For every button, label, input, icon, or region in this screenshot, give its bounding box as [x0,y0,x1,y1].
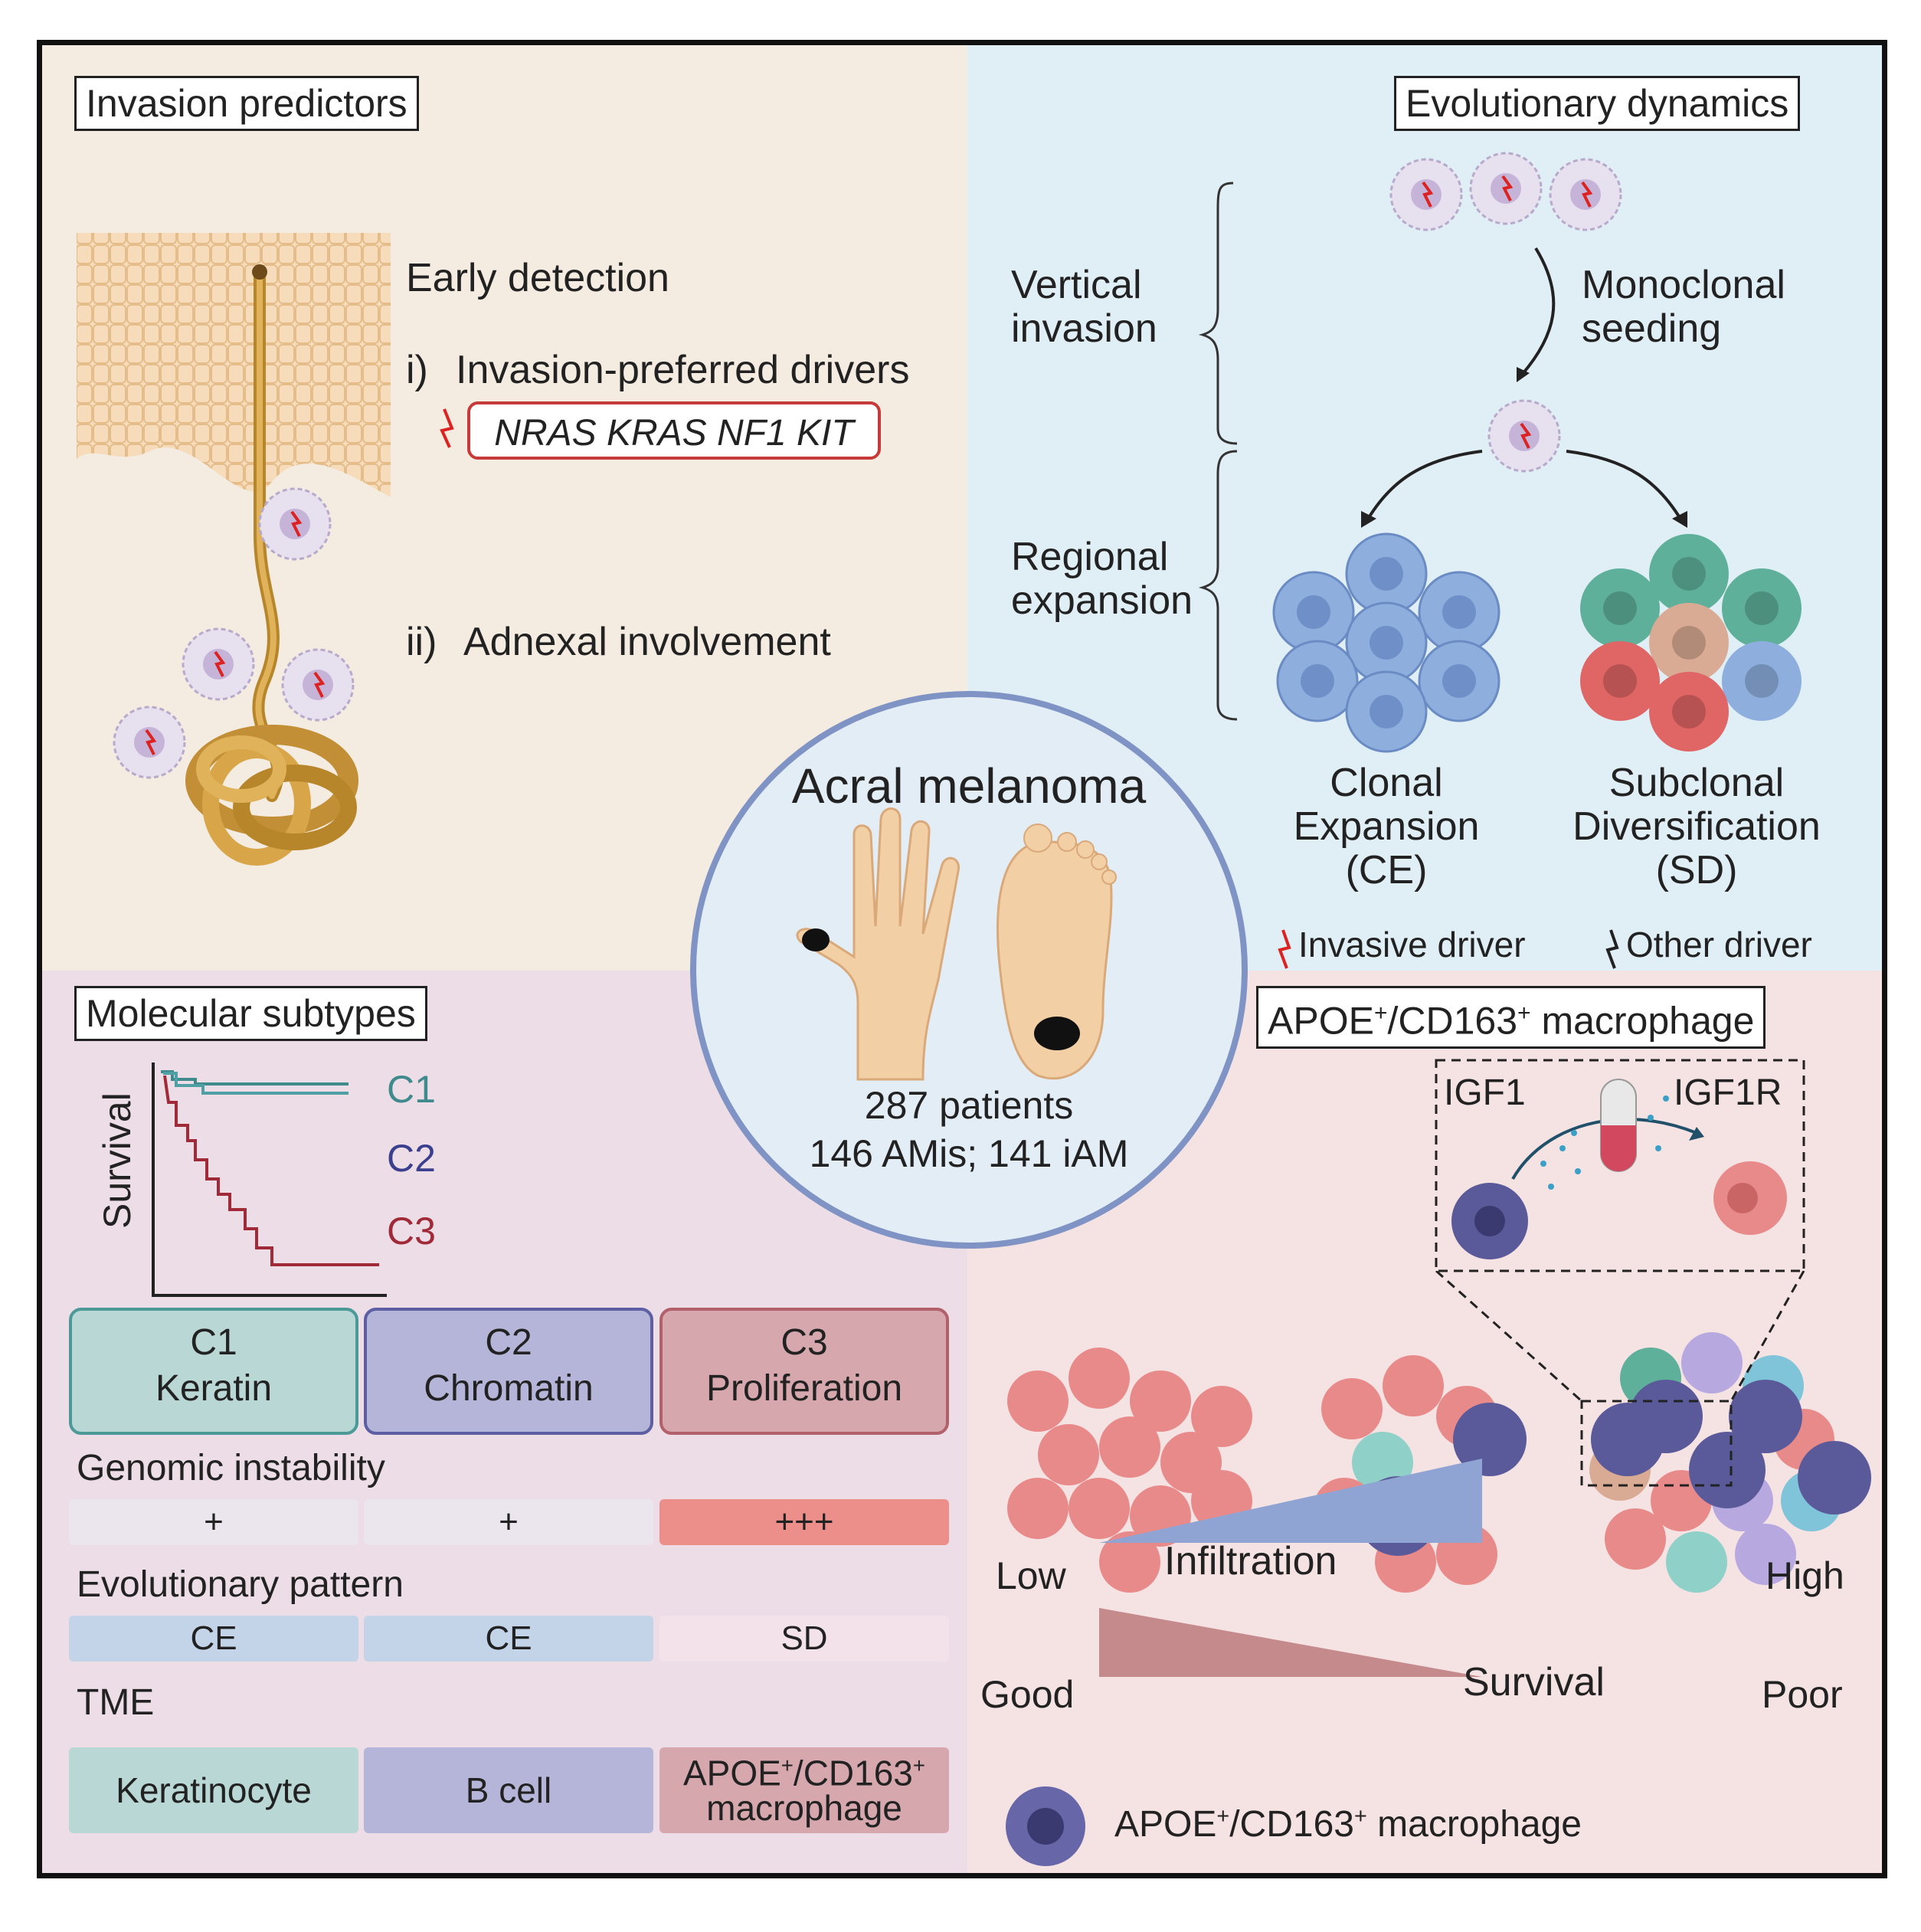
subtype-c2-code: C2 [485,1322,532,1363]
curve-c1-label: C1 [387,1068,436,1111]
tme-c1: Keratinocyte [69,1747,358,1833]
brace-icon [1198,182,1238,721]
clonal-expansion-cluster [1272,532,1500,753]
subtype-c3-name: Proliferation [705,1368,903,1409]
poor-label: Poor [1762,1673,1843,1716]
tme-c3-line1: APOE+/CD163+ [682,1753,926,1793]
invasion-preferred-drivers-label: Invasion-preferred drivers [456,348,910,392]
igf-signaling-inset [1451,1079,1787,1259]
other-driver-legend-icon [1605,929,1619,969]
vertical-invasion-label: Vertical invasion [1011,263,1157,352]
macrophage-title: APOE+/CD163+ macrophage [1256,986,1766,1049]
tme-c2: B cell [364,1747,653,1833]
invasive-driver-icon [440,408,454,448]
curve-c2-label: C2 [387,1137,436,1180]
genomic-instability-label: Genomic instability [77,1448,385,1488]
igf1-label: IGF1 [1444,1072,1526,1113]
evolutionary-dynamics-title: Evolutionary dynamics [1394,76,1801,131]
center-circle [690,691,1248,1249]
tme-label: TME [77,1682,155,1723]
tme-c3-line2: macrophage [706,1788,902,1829]
sweat-gland-icon [185,264,358,866]
macrophage-legend-label: APOE+/CD163+ macrophage [1114,1804,1582,1845]
survival-plot [152,1063,387,1297]
genomic-c1: + [69,1499,358,1545]
zoom-box [1580,1400,1733,1487]
early-detection-label: Early detection [406,256,669,300]
curve-c3-label: C3 [387,1210,436,1253]
high-label: High [1766,1554,1844,1597]
tme-c3: APOE+/CD163+ macrophage [659,1747,949,1833]
illustration-layer [77,152,1871,1866]
survival-axis-label: Survival [96,1092,139,1229]
subtype-c1-code: C1 [190,1322,237,1363]
igf1r-label: IGF1R [1674,1072,1782,1113]
pattern-c2: CE [364,1616,653,1662]
clonal-expansion-label: Clonal Expansion (CE) [1293,761,1480,893]
good-label: Good [980,1673,1075,1716]
graphical-abstract: Invasion predictors Early detection i) I… [37,40,1887,1878]
pattern-c1: CE [69,1616,358,1662]
subclonal-diversification-label: Subclonal Diversification (SD) [1572,761,1821,893]
item1-number: i) [406,348,428,392]
subclonal-diversification-cluster [1580,534,1802,752]
subtype-c2-name: Chromatin [424,1368,594,1409]
driver-genes-box: NRAS KRAS NF1 KIT [467,401,881,460]
pattern-c3: SD [659,1616,949,1662]
sd-arrow [1566,450,1683,522]
evolutionary-pattern-label: Evolutionary pattern [77,1564,404,1605]
low-label: Low [996,1554,1066,1597]
skin-epidermis [77,233,391,497]
curve-c2 [163,1072,349,1095]
subtype-c3-card: C3 Proliferation [659,1308,949,1435]
monoclonal-seeding-label: Monoclonal seeding [1582,263,1785,352]
adnexal-involvement-label: Adnexal involvement [463,620,831,664]
genomic-c2: + [364,1499,653,1545]
genomic-c3: +++ [659,1499,949,1545]
invasive-driver-legend: Invasive driver [1298,925,1526,964]
seeding-arrow [1520,247,1556,376]
curve-c1 [161,1070,349,1086]
infiltration-triangle [1099,1459,1482,1543]
tumor-high [1589,1332,1871,1593]
macrophage-legend-icon [1006,1786,1085,1866]
item2-number: ii) [406,620,437,664]
survival-label: Survival [1463,1660,1605,1704]
patients-count: 287 patients [864,1084,1074,1127]
center-title: Acral melanoma [791,758,1147,814]
invasion-predictors-title: Invasion predictors [74,76,419,131]
curve-c3 [163,1075,379,1266]
regional-expansion-label: Regional expansion [1011,535,1193,624]
infiltration-label: Infiltration [1164,1539,1337,1583]
hand-icon [796,807,960,1081]
invasive-driver-legend-icon [1278,929,1291,969]
subtype-c3-code: C3 [781,1322,828,1363]
other-driver-legend: Other driver [1626,925,1812,964]
cohort-breakdown: 146 AMis; 141 iAM [809,1132,1129,1175]
subtype-c1-card: C1 Keratin [69,1308,358,1435]
molecular-subtypes-title: Molecular subtypes [74,986,427,1041]
subtype-c1-name: Keratin [155,1368,273,1409]
survival-triangle [1099,1608,1482,1677]
ce-arrow [1366,450,1483,522]
foot-icon [996,824,1117,1080]
subtype-c2-card: C2 Chromatin [364,1308,653,1435]
